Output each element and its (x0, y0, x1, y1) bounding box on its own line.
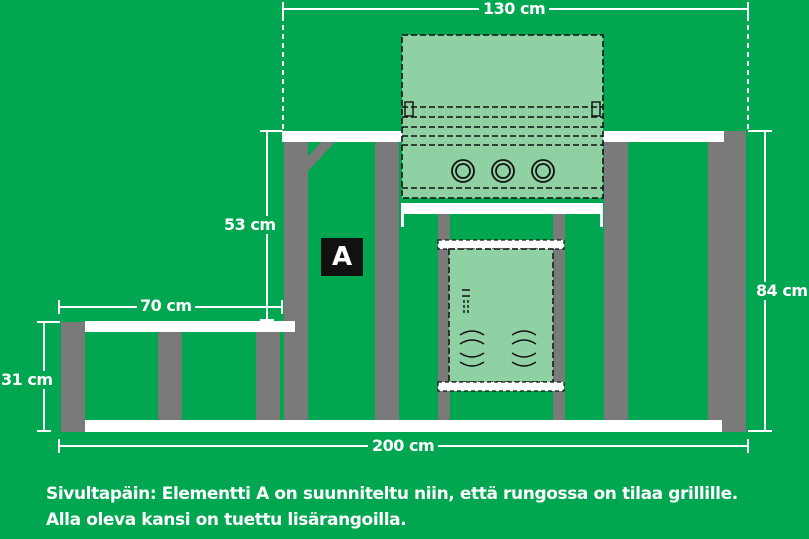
caption-line-2: Alla oleva kansi on tuettu lisärangoilla… (46, 510, 407, 530)
cabinet-body (448, 248, 554, 383)
knob-1 (451, 159, 475, 183)
grill-support-plank (401, 203, 603, 214)
caption-line-1: Sivultapäin: Elementti A on suunniteltu … (46, 484, 738, 504)
post-low-right (256, 332, 280, 420)
grill-support-end-right (600, 203, 603, 227)
grill-post-left (438, 214, 450, 420)
cabinet-top-plank (437, 239, 565, 250)
dim-70cm: 70 cm (137, 297, 195, 315)
shelf-plank (85, 321, 295, 332)
wheel-right-1 (511, 330, 537, 336)
wheel-left-1 (459, 330, 485, 336)
lower-cabinet (437, 239, 565, 392)
knob-3-inner (535, 163, 551, 179)
wheel-right-4 (511, 361, 537, 367)
grill-post-right (553, 214, 565, 420)
post-low-mid (158, 332, 182, 420)
grill-handle-left (404, 101, 414, 117)
dim-31cm: 31 cm (0, 370, 54, 389)
dim-84cm: 84 cm (755, 281, 809, 300)
knob-2-inner (495, 163, 511, 179)
post-inner-3 (708, 141, 722, 420)
diagonal-brace (296, 141, 336, 184)
wheel-left-3 (459, 352, 485, 358)
grill-knobs (451, 159, 555, 183)
post-main-right (722, 131, 746, 432)
knob-3 (531, 159, 555, 183)
wheel-left-4 (459, 361, 485, 367)
dim-130cm: 130 cm (479, 0, 550, 18)
wheel-left-2 (459, 339, 485, 345)
gas-bottle-marks (459, 289, 537, 367)
grill (401, 34, 604, 199)
element-a-badge: A (321, 238, 363, 276)
grill-support-end-left (401, 203, 404, 227)
dim-200cm: 200 cm (368, 437, 439, 455)
dim-53cm: 53 cm (222, 215, 278, 234)
wheel-right-3 (511, 352, 537, 358)
post-inner-1 (375, 141, 399, 420)
grill-handle-right (591, 101, 601, 117)
post-inner-2 (604, 141, 628, 420)
knob-2 (491, 159, 515, 183)
frame-posts (61, 131, 746, 432)
wheel-right-2 (511, 339, 537, 345)
cabinet-bottom-plank (437, 381, 565, 392)
bottom-plank (85, 420, 722, 432)
knob-1-inner (455, 163, 471, 179)
post-low-left (61, 322, 85, 432)
post-main-left (284, 141, 308, 420)
